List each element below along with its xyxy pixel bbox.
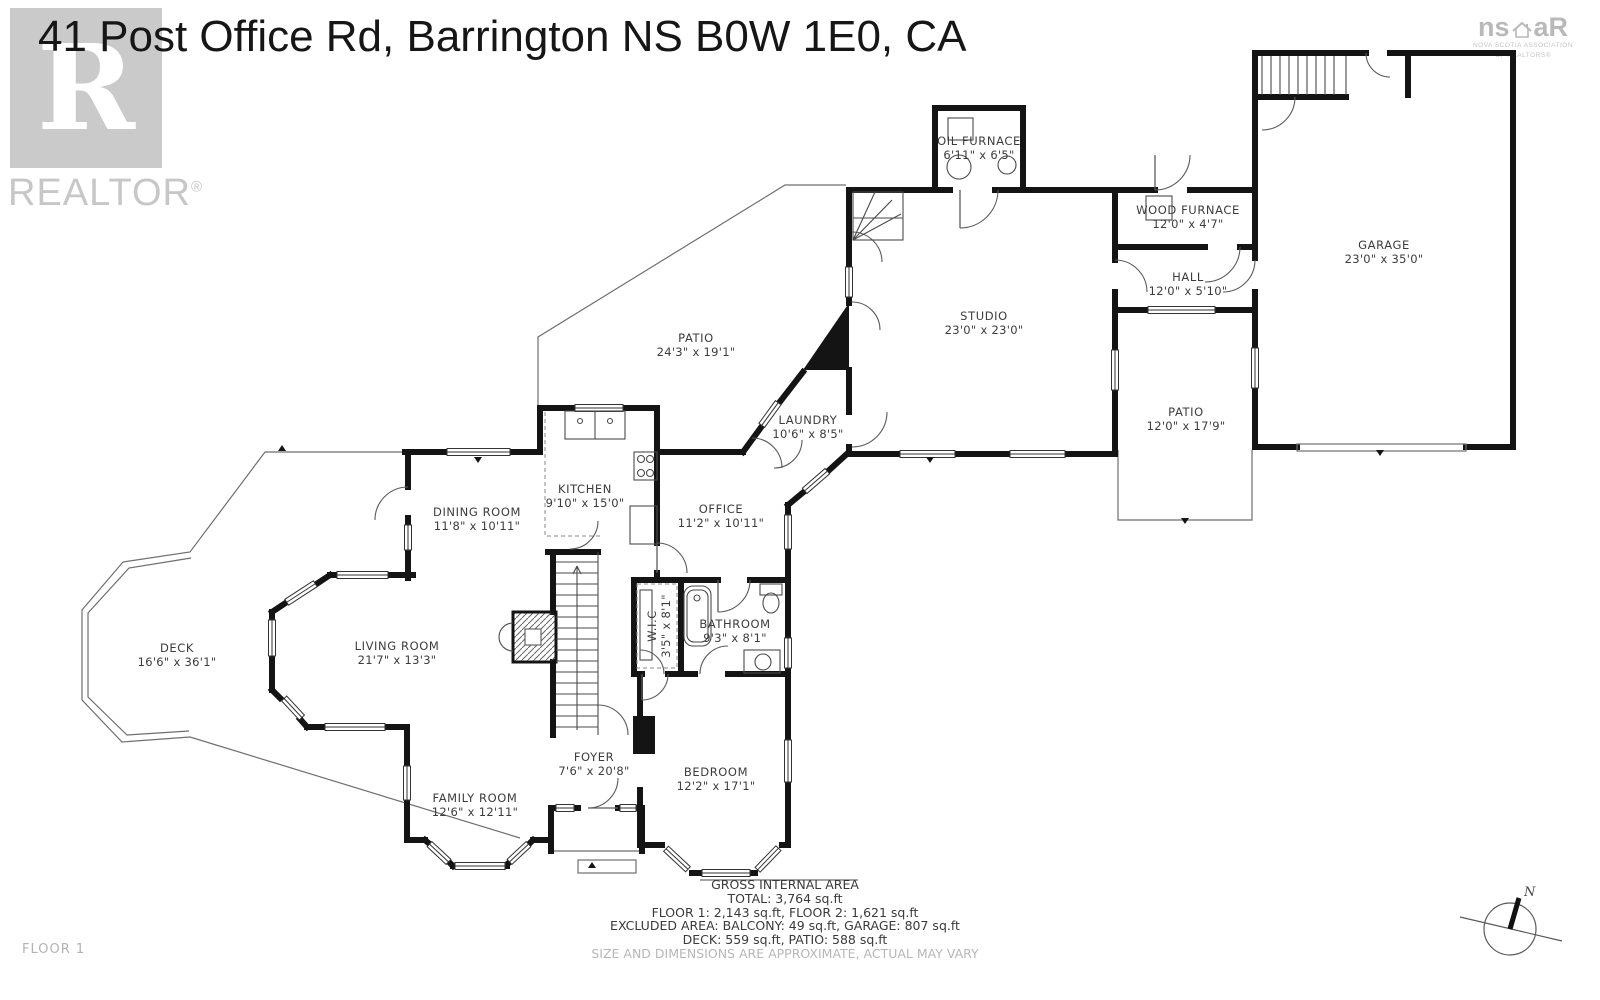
porch-outline bbox=[551, 850, 858, 881]
area-summary: GROSS INTERNAL AREA TOTAL: 3,764 sq.ft F… bbox=[591, 878, 978, 961]
realtor-logo: R bbox=[10, 8, 162, 168]
summary-disclaimer: SIZE AND DIMENSIONS ARE APPROXIMATE, ACT… bbox=[591, 945, 979, 961]
nsar-text-left: ns bbox=[1477, 12, 1510, 42]
house-icon bbox=[1511, 21, 1532, 38]
north-label: N bbox=[1523, 885, 1536, 900]
summary-floors: FLOOR 1: 2,143 sq.ft, FLOOR 2: 1,621 sq.… bbox=[651, 904, 919, 920]
page-title: 41 Post Office Rd, Barrington NS B0W 1E0… bbox=[38, 12, 967, 61]
patio-outline bbox=[537, 184, 1253, 521]
nsar-text-right: aR bbox=[1533, 12, 1569, 42]
deck-outline bbox=[81, 451, 521, 839]
sink-vanity bbox=[743, 649, 781, 674]
windows-layer bbox=[268, 266, 1259, 877]
compass-icon: N bbox=[1459, 885, 1563, 956]
north-arrow bbox=[1507, 897, 1522, 930]
nsar-caption-2: OF REALTORS® bbox=[1494, 52, 1552, 59]
nsar-logo: ns aR NOVA SCOTIA ASSOCIATION OF REALTOR… bbox=[1468, 14, 1578, 60]
realtor-wordmark: REALTOR® bbox=[8, 172, 204, 214]
stairs-layer bbox=[556, 56, 1347, 735]
floor-label: FLOOR 1 bbox=[22, 942, 86, 957]
garage-door bbox=[1296, 443, 1467, 452]
nsar-caption-1: NOVA SCOTIA ASSOCIATION bbox=[1472, 42, 1574, 49]
doors-layer bbox=[374, 52, 1391, 809]
walls-layer bbox=[267, 50, 1516, 876]
summary-deck-patio: DECK: 559 sq.ft, PATIO: 588 sq.ft bbox=[682, 932, 888, 948]
bathtub bbox=[683, 585, 712, 647]
registered-mark-icon: ® bbox=[190, 178, 204, 196]
toilet bbox=[759, 583, 783, 596]
summary-excluded: EXCLUDED AREA: BALCONY: 49 sq.ft, GARAGE… bbox=[610, 918, 960, 934]
summary-heading: GROSS INTERNAL AREA bbox=[711, 877, 859, 892]
realtor-monogram: R bbox=[36, 18, 136, 157]
fireplace bbox=[511, 610, 558, 664]
markers-layer bbox=[278, 445, 1384, 868]
summary-total: TOTAL: 3,764 sq.ft bbox=[727, 890, 843, 906]
fixtures-layer bbox=[544, 117, 1173, 674]
